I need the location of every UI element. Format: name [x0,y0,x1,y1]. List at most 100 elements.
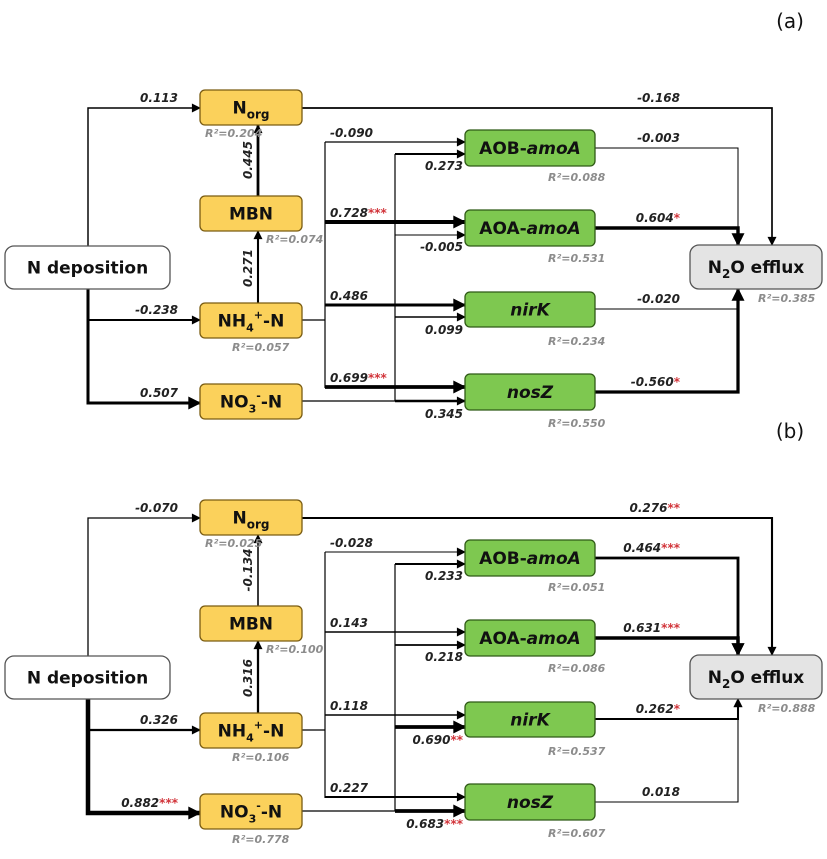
path-edge-Ndep-NO3 [86,289,202,410]
path-edge-AOB-N2O [595,147,743,246]
node-label-nirK: nirK [510,301,551,321]
node-label-AOA: AOA-amoA [479,629,580,649]
node-label-N2O: N2O efflux [708,668,805,691]
coef-label-NH4-MBN: 0.316 [241,659,255,697]
coef-label-Ndep-NO3: 0.507 [140,386,179,400]
coef-label-NO3-nosZ: 0.683*** [406,817,464,831]
coef-label-Ndep-NH4: -0.238 [135,303,178,317]
path-edge-Ndep-Norg [87,103,201,246]
coef-label-NO3-AOA: 0.218 [425,650,463,664]
node-NH4 [199,712,303,749]
coef-label-NH4-AOB: -0.028 [330,536,373,550]
coef-label-NH4-nirK: 0.486 [330,289,368,303]
node-N2O [689,244,823,290]
coef-label-NO3-nosZ: 0.345 [425,407,463,421]
node-label-NH4: NH4+-N [218,309,285,335]
path-edge-Ndep-Norg [87,513,201,656]
r2-label-AOA: R²=0.531 [548,252,605,265]
r2-label-AOA: R²=0.086 [548,662,606,675]
path-edge-AOB-N2O [595,556,745,657]
node-label-Ndep: N deposition [27,259,148,279]
node-label-AOB: AOB-amoA [479,139,581,159]
node-label-MBN: MBN [229,205,273,225]
node-label-NO3: NO3--N [220,800,282,826]
r2-label-NH4: R²=0.057 [232,341,290,354]
node-Norg [199,89,303,126]
node-label-MBN: MBN [229,615,273,635]
r2-label-N2O: R²=0.888 [758,702,816,715]
node-MBN [199,605,303,642]
node-Ndep [4,655,171,700]
panel-label: (a) [776,9,804,33]
coef-label-NO3-AOA: -0.005 [420,240,463,254]
node-Ndep [4,245,171,290]
coef-label-Ndep-NH4: 0.326 [140,713,178,727]
coef-label-NH4-AOA: 0.728*** [330,206,388,220]
r2-label-Norg: R²=0.025 [205,537,263,550]
coef-label-MBN-Norg: -0.134 [241,549,255,592]
path-edge-nosZ-N2O [595,287,745,394]
coef-label-Norg-N2O: 0.276** [629,501,680,515]
path-edge-AOA-N2O [595,226,745,247]
node-Norg [199,499,303,536]
node-nosZ [464,373,596,411]
path-edge-Norg-N2O [302,516,777,656]
r2-label-NH4: R²=0.106 [232,751,290,764]
node-label-nirK: nirK [510,711,551,731]
coef-label-NH4-AOA: 0.143 [330,616,368,630]
r2-label-nirK: R²=0.537 [548,745,606,758]
coef-label-nosZ-N2O: -0.560* [631,375,681,389]
r2-label-NO3: R²=0.778 [232,833,290,846]
coef-label-Ndep-Norg: 0.113 [140,91,178,105]
r2-label-MBN: R²=0.074 [266,233,323,246]
r2-label-nosZ: R²=0.550 [548,417,606,430]
r2-label-nosZ: R²=0.607 [548,827,606,840]
node-label-N2O: N2O efflux [708,258,805,281]
path-edge-AOA-N2O [595,636,745,657]
node-label-NO3: NO3--N [220,390,282,416]
node-label-AOA: AOA-amoA [479,219,580,239]
coef-label-NO3-AOB: 0.233 [425,569,463,583]
coef-label-NH4-nosZ: 0.699*** [330,371,388,385]
node-label-nosZ: nosZ [507,793,554,813]
node-AOB [464,539,596,577]
node-NO3 [199,383,303,420]
r2-label-nirK: R²=0.234 [548,335,605,348]
coef-label-NO3-AOB: 0.273 [425,159,463,173]
node-AOA [464,619,596,657]
coef-label-nosZ-N2O: 0.018 [642,785,680,799]
node-N2O [689,654,823,700]
path-edge-Ndep-NO3 [85,699,202,820]
path-edge-nosZ-N2O [595,698,743,803]
coef-label-AOB-N2O: 0.464*** [623,541,681,555]
r2-label-Norg: R²=0.204 [205,127,262,140]
node-label-nosZ: nosZ [507,383,554,403]
path-edge-Norg-N2O [302,107,777,246]
panel-label: (b) [776,419,804,443]
coef-label-AOB-N2O: -0.003 [637,131,680,145]
node-nirK [464,291,596,328]
coef-label-MBN-Norg: 0.445 [241,141,255,179]
node-nosZ [464,783,596,821]
node-NO3 [199,793,303,830]
node-label-Norg: Norg [233,509,270,532]
coef-label-NH4-MBN: 0.271 [241,249,255,287]
coef-label-Ndep-NO3: 0.882*** [121,796,179,810]
node-label-NH4: NH4+-N [218,719,285,745]
r2-label-N2O: R²=0.385 [758,292,816,305]
coef-label-AOA-N2O: 0.631*** [623,621,681,635]
r2-label-AOB: R²=0.088 [548,171,606,184]
coef-label-NH4-nosZ: 0.227 [330,781,369,795]
coef-label-NH4-nirK: 0.118 [330,699,368,713]
panel-b: (b)N depositionNorgMBNNH4+-NNO3--NAOB-am… [4,419,823,846]
coef-label-Ndep-Norg: -0.070 [135,501,178,515]
coef-label-NO3-nirK: 0.099 [425,323,463,337]
node-nirK [464,701,596,738]
node-MBN [199,195,303,232]
coef-label-Norg-N2O: -0.168 [637,91,680,105]
coef-label-NO3-nirK: 0.690** [412,733,463,747]
node-label-Ndep: N deposition [27,669,148,689]
coef-label-NH4-AOB: -0.090 [330,126,373,140]
r2-label-MBN: R²=0.100 [266,643,324,656]
